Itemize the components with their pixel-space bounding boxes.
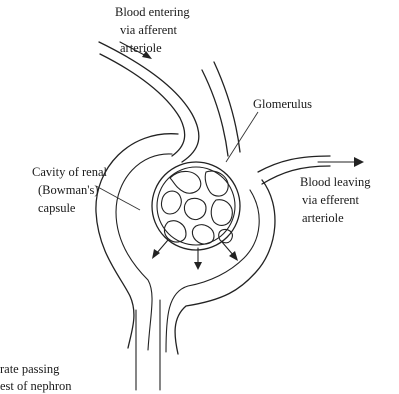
afferent-label-line-1: Blood entering — [115, 5, 190, 19]
filtrate-label-line-1: rate passing — [0, 362, 60, 376]
glomerulus-label: Glomerulus — [253, 97, 312, 111]
cavity-label-line-2: (Bowman's) — [38, 183, 99, 197]
efferent-label-line-1: Blood leaving — [300, 175, 371, 189]
bowmans-capsule-inner — [116, 154, 259, 352]
efferent-arteriole — [202, 62, 330, 184]
glomerulus-pointer — [226, 112, 258, 162]
cavity-label-line-1: Cavity of renal — [32, 165, 108, 179]
efferent-label-line-2: via efferent — [302, 193, 360, 207]
cavity-pointer — [96, 186, 140, 210]
afferent-arteriole — [99, 42, 199, 162]
filtrate-label: rate passing est of nephron — [0, 362, 72, 393]
glomerulus — [152, 162, 240, 250]
afferent-label: Blood entering via afferent arteriole — [115, 5, 190, 55]
afferent-label-line-2: via afferent — [120, 23, 178, 37]
filtrate-label-line-2: est of nephron — [0, 379, 72, 393]
efferent-label: Blood leaving via efferent arteriole — [300, 175, 371, 225]
efferent-label-line-3: arteriole — [302, 211, 344, 225]
cavity-label-line-3: capsule — [38, 201, 76, 215]
